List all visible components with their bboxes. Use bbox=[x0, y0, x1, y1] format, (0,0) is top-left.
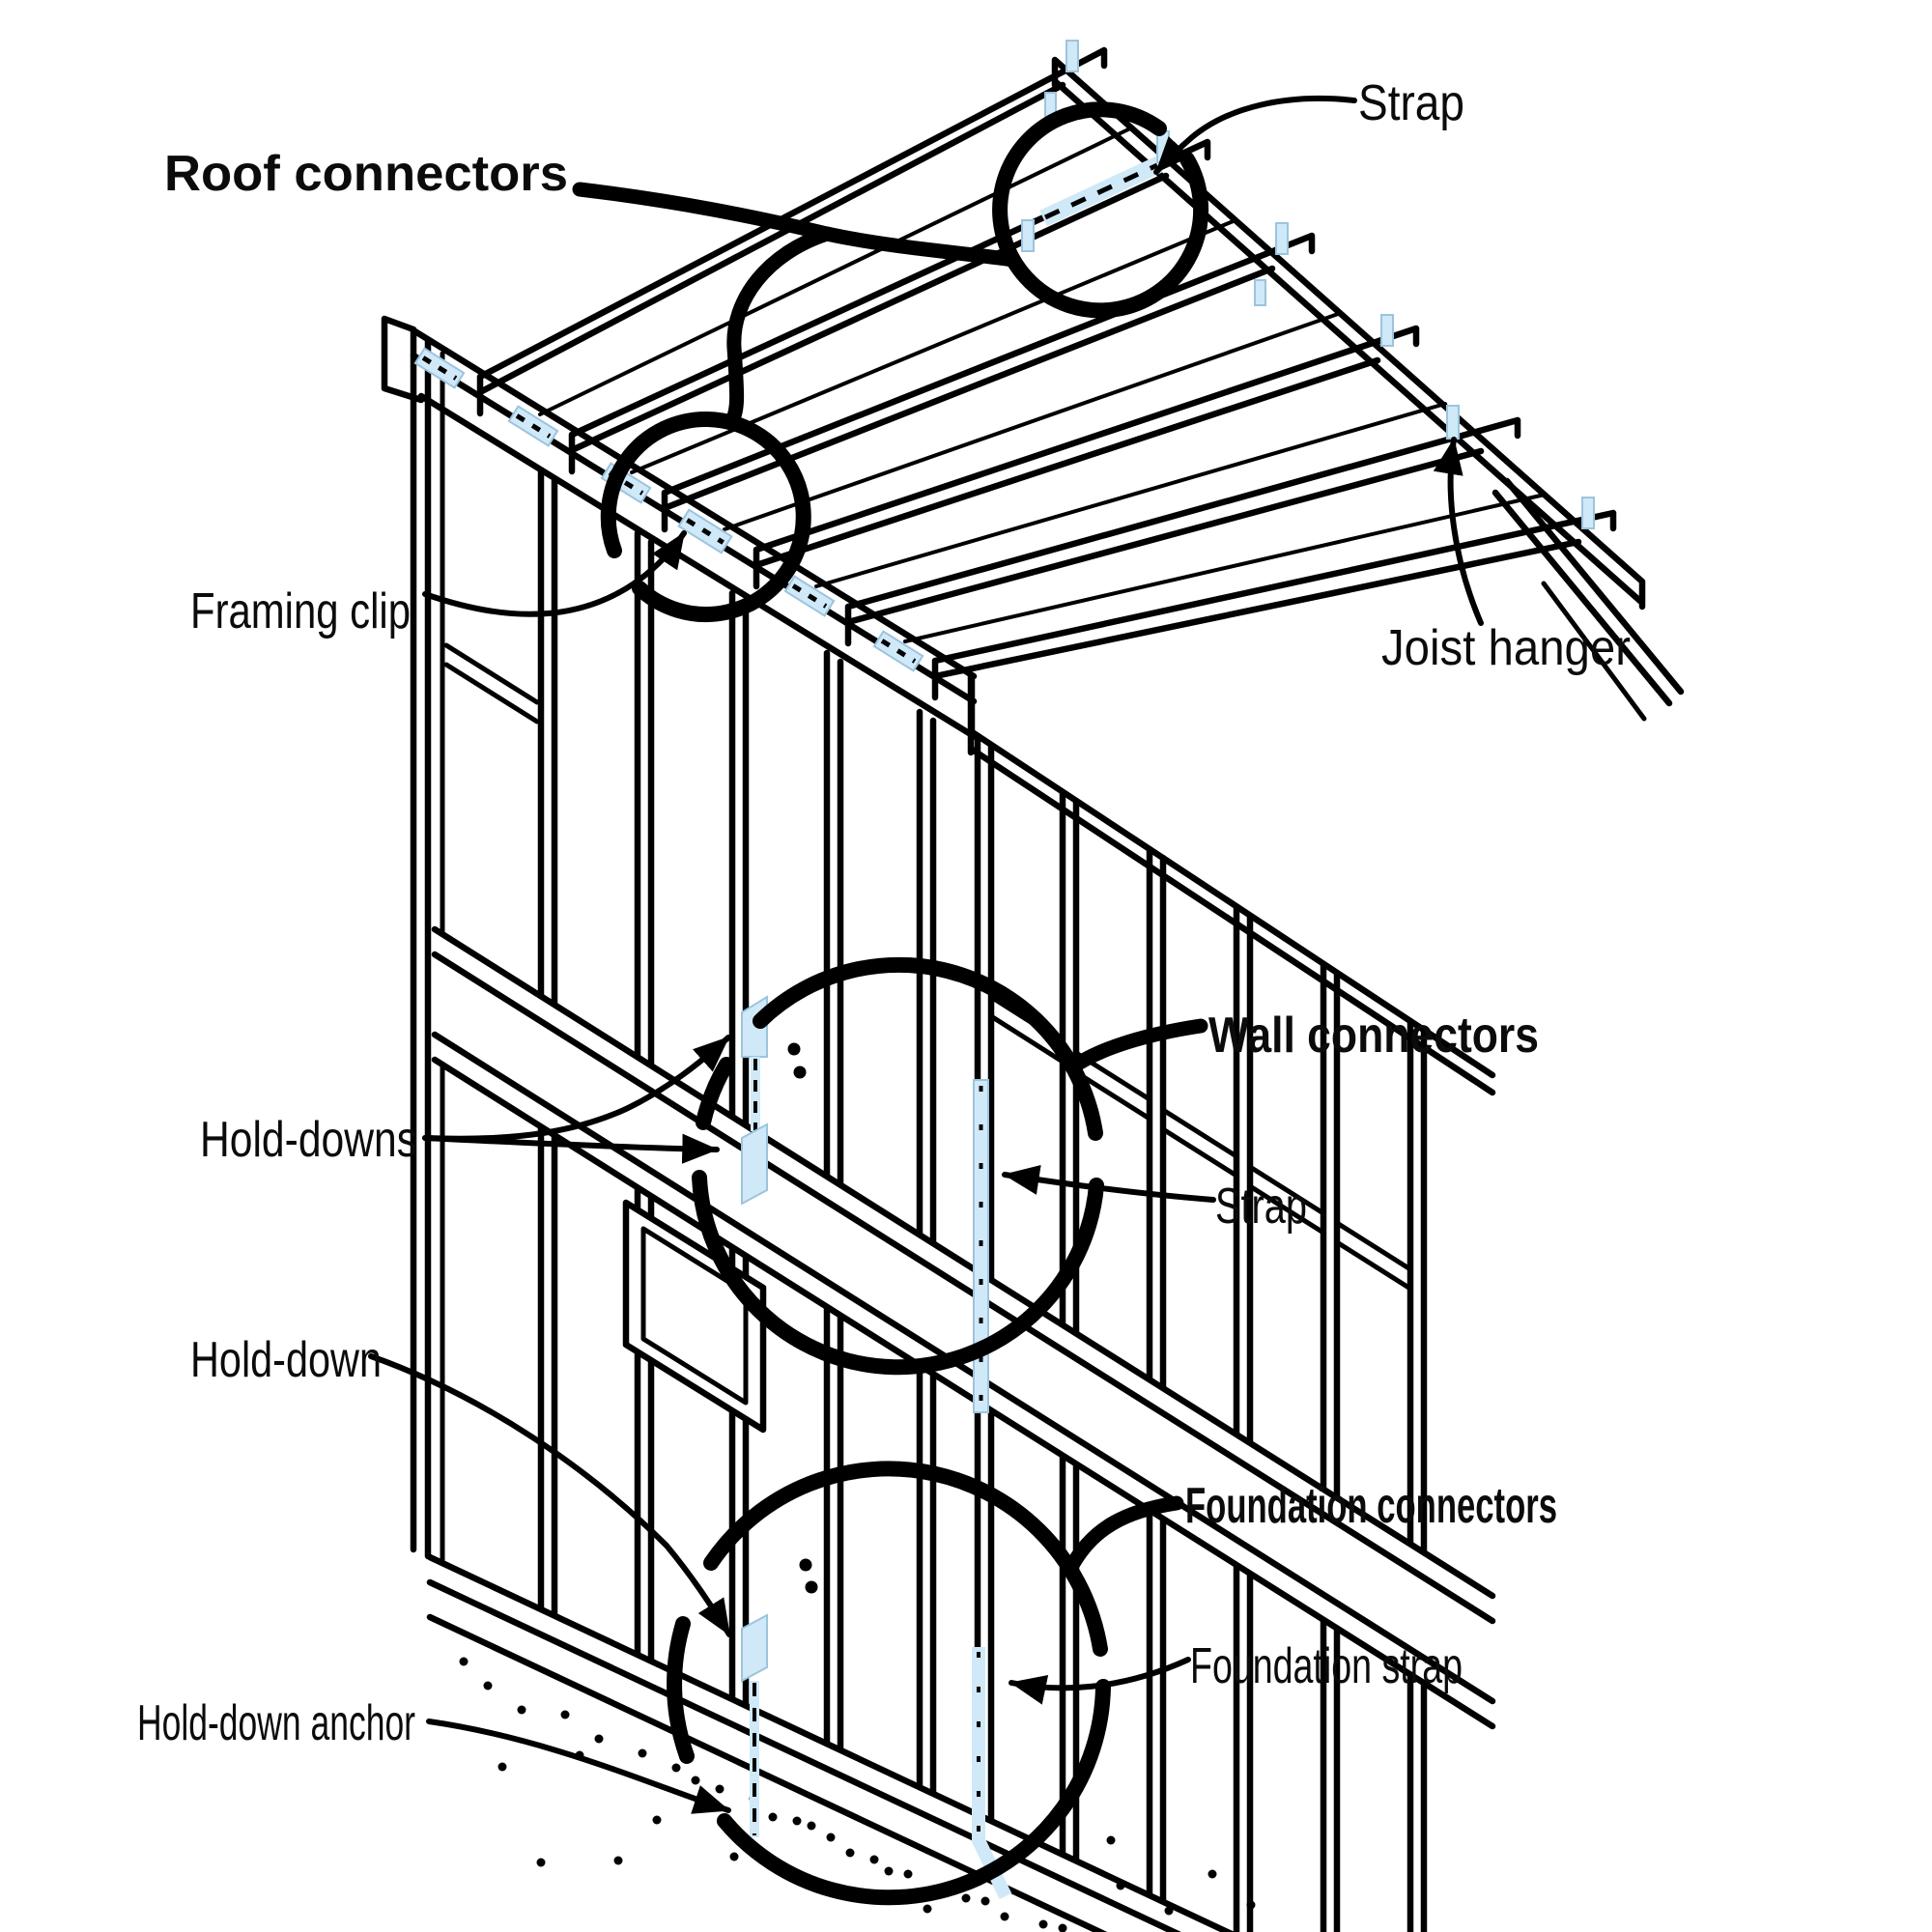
label-foundation-strap: Foundation strap bbox=[1190, 1638, 1463, 1694]
wall-connectors-leader bbox=[1065, 1018, 1208, 1075]
hung-joists bbox=[1492, 477, 1685, 707]
label-hold-down-anchor: Hold-down anchor bbox=[137, 1695, 415, 1751]
foundation-connectors-leader bbox=[1063, 1495, 1184, 1577]
foundation-strap-arrow bbox=[1009, 1657, 1191, 1705]
framing-clip-featured bbox=[677, 508, 733, 554]
hold-down-anchor-arrow bbox=[426, 1719, 731, 1814]
label-framing-clip: Framing clip bbox=[190, 583, 411, 639]
foundation-hold-down bbox=[741, 1613, 768, 1683]
labels: Roof connectors Strap Framing clip Joist… bbox=[137, 75, 1631, 1751]
roof-connectors-leader-clip-branch bbox=[724, 226, 835, 430]
framing-clip-callout-ring bbox=[600, 412, 811, 622]
label-foundation-connectors: Foundation connectors bbox=[1185, 1478, 1557, 1534]
callout-rings bbox=[600, 101, 1209, 1906]
hold-down-lower bbox=[741, 1122, 768, 1206]
hold-downs-arrow-upper bbox=[422, 1035, 731, 1142]
roof-framing bbox=[381, 46, 1685, 1096]
joist-hanger-arrow bbox=[1433, 437, 1484, 626]
fascia-line bbox=[1541, 581, 1647, 722]
foundation-connectors-callout-ring bbox=[667, 1461, 1111, 1906]
label-strap-wall: Strap bbox=[1215, 1179, 1307, 1235]
hold-down-arrow bbox=[368, 1353, 732, 1637]
top-plate-end-cap bbox=[381, 315, 425, 404]
label-hold-downs: Hold-downs bbox=[200, 1112, 417, 1168]
roof-beam bbox=[1051, 56, 1646, 611]
framing-clip-arrow bbox=[422, 530, 687, 617]
label-roof-connectors: Roof connectors bbox=[164, 146, 568, 202]
label-strap-roof: Strap bbox=[1358, 75, 1464, 131]
strap-wall-arrow bbox=[1002, 1165, 1216, 1203]
hold-downs-arrow-lower bbox=[422, 1133, 720, 1164]
joist-hanger bbox=[1446, 405, 1460, 440]
roof-connectors-leader bbox=[572, 182, 835, 242]
leader-lines bbox=[368, 96, 1484, 1814]
side-wall-studs-lower bbox=[974, 1398, 1428, 1932]
label-joist-hanger: Joist hanger bbox=[1381, 620, 1631, 676]
eave-soffit-line bbox=[967, 672, 1496, 1096]
foundation-hardware bbox=[741, 1558, 1012, 1900]
connector-hardware bbox=[413, 40, 1595, 1900]
wall-strap bbox=[973, 1079, 989, 1413]
label-wall-connectors: Wall connectors bbox=[1208, 1008, 1539, 1064]
label-hold-down: Hold-down bbox=[190, 1332, 382, 1388]
wall-corner-stud bbox=[410, 327, 432, 1560]
wall-blocking bbox=[443, 642, 540, 724]
roof-strap-callout-ring bbox=[992, 101, 1209, 319]
foundation-strap bbox=[972, 1647, 1012, 1900]
wall-studs-lower bbox=[537, 1122, 937, 1798]
strap-roof-arrow bbox=[1153, 96, 1357, 175]
roof-connectors-leader-strap-branch bbox=[819, 226, 1021, 268]
rafters bbox=[476, 46, 1617, 701]
roof-sheathing-edges bbox=[538, 127, 1547, 643]
